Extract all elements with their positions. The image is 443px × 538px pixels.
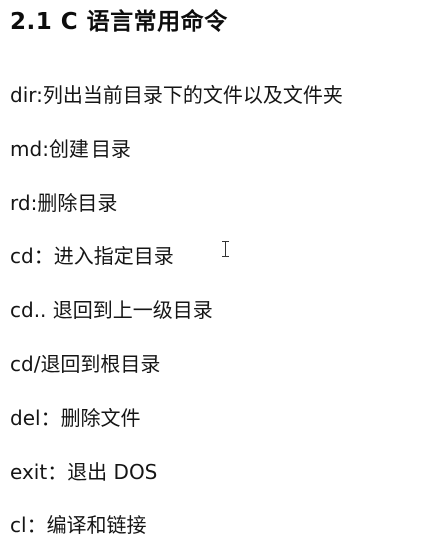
command-separator: : [30,191,38,215]
command-line-cl: cl：编译和链接 [10,512,147,538]
command-separator: ： [40,406,61,430]
command-description: 编译和链接 [46,513,147,537]
command-line-md[interactable]: md:创建目录 [10,136,131,165]
command-name: cd/ [10,352,41,376]
command-description-part1: 创建 [48,137,89,161]
command-name: exit [10,460,48,484]
command-name: dir [10,83,37,107]
command-description: 删除目录 [37,191,118,215]
command-description: 退回到根目录 [40,352,161,376]
section-title: 2.1 C 语言常用命令 [10,9,228,35]
command-line-cd: cd：进入指定目录 [10,243,174,269]
command-description: 列出当前目录下的文件以及文件夹 [42,83,343,107]
command-name: rd [10,191,31,215]
command-description: 退出 DOS [67,460,158,484]
command-name: del [10,406,41,430]
command-line-dir: dir:列出当前目录下的文件以及文件夹 [10,82,343,108]
command-line-cd-root: cd/退回到根目录 [10,351,160,377]
command-separator: ： [33,244,54,268]
command-line-exit: exit：退出 DOS [10,459,157,485]
command-line-rd: rd:删除目录 [10,190,117,216]
command-name: md [10,137,43,161]
command-separator: ： [26,513,47,537]
command-name: cd.. [10,298,47,322]
command-line-del: del：删除文件 [10,405,141,431]
command-line-cd-up: cd.. 退回到上一级目录 [10,297,213,323]
ibeam-cursor-icon [221,240,231,258]
command-description: 进入指定目录 [53,244,174,268]
command-description-part2: 目录 [90,137,131,161]
command-name: cl [10,513,27,537]
command-separator: ： [47,460,68,484]
command-description: 退回到上一级目录 [52,298,213,322]
command-separator: : [36,83,43,107]
command-name: cd [10,244,34,268]
command-description: 删除文件 [60,406,141,430]
command-separator: : [42,137,49,161]
